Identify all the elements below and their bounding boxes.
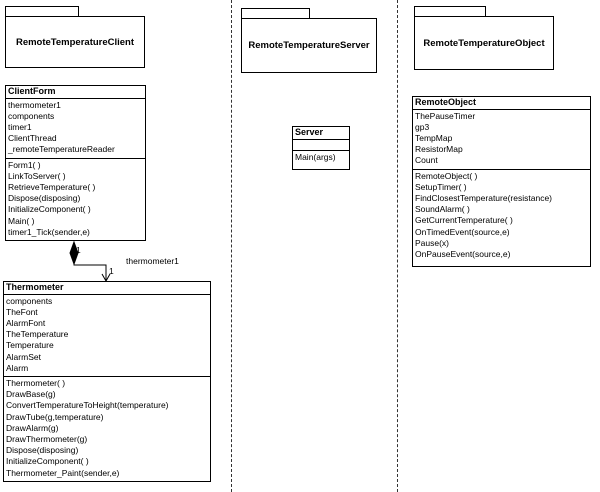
lane-separator-left: [231, 0, 232, 492]
class-remote-object: RemoteObject ThePauseTimer gp3 TempMap R…: [412, 96, 591, 268]
attribute: components: [6, 295, 53, 306]
operation: DrawTube(g,temperature): [6, 411, 104, 422]
source-multiplicity: 1: [76, 245, 81, 255]
package-remote-temperature-object: RemoteTemperatureObject: [414, 16, 554, 70]
package-name: RemoteTemperatureServer: [248, 40, 370, 51]
operation: InitializeComponent( ): [8, 204, 91, 215]
operation: SoundAlarm( ): [415, 204, 470, 215]
attribute: components: [8, 110, 55, 121]
package-remote-temperature-server: RemoteTemperatureServer: [241, 18, 377, 73]
attribute: Alarm: [6, 362, 29, 373]
operation: Dispose(disposing): [6, 445, 79, 456]
operation: Main( ): [8, 215, 35, 226]
operation: SetupTimer( ): [415, 181, 467, 192]
attribute: timer1: [8, 121, 32, 132]
attribute: gp3: [415, 121, 430, 132]
operation: LinkToServer( ): [8, 170, 66, 181]
operation: OnPauseEvent(source,e): [415, 248, 511, 259]
target-multiplicity: 1: [109, 266, 114, 276]
attribute: thermometer1: [8, 99, 61, 110]
operation: ConvertTemperatureToHeight(temperature): [6, 400, 169, 411]
operations-compartment: RemoteObject( ) SetupTimer( ) FindCloses…: [413, 168, 590, 267]
operation: Thermometer( ): [6, 377, 66, 388]
association-line: [73, 264, 107, 281]
operation: Pause(x): [415, 237, 450, 248]
class-server: Server Main(args): [292, 126, 350, 170]
attributes-compartment: components TheFont AlarmFont TheTemperat…: [4, 295, 210, 376]
attribute: Count: [415, 155, 438, 166]
attribute: TheTemperature: [6, 329, 69, 340]
attributes-compartment: thermometer1 components timer1 ClientThr…: [6, 99, 145, 158]
operation: Main(args): [295, 151, 336, 162]
operation: RemoteObject( ): [415, 170, 478, 181]
attribute: AlarmFont: [6, 317, 46, 328]
package-name: RemoteTemperatureObject: [423, 37, 545, 49]
operations-compartment: Thermometer( ) DrawBase(g) ConvertTemper…: [4, 375, 210, 481]
operation: DrawBase(g): [6, 389, 56, 400]
class-name: ClientForm: [6, 86, 145, 99]
package-name: RemoteTemperatureClient: [15, 36, 135, 48]
attribute: ResistorMap: [415, 144, 463, 155]
operation: Dispose(disposing): [8, 193, 81, 204]
attribute: TempMap: [415, 132, 453, 143]
association-role-label: thermometer1: [126, 256, 179, 266]
operation: Thermometer_Paint(sender,e): [6, 467, 120, 478]
operation: FindClosestTemperature(resistance): [415, 192, 552, 203]
operation: Form1( ): [8, 159, 41, 170]
operations-compartment: Form1( ) LinkToServer( ) RetrieveTempera…: [6, 157, 145, 240]
class-name: Server: [293, 127, 349, 140]
class-client-form: ClientForm thermometer1 components timer…: [5, 85, 146, 241]
operation: GetCurrentTemperature( ): [415, 215, 513, 226]
operation: DrawThermometer(g): [6, 433, 88, 444]
class-name: RemoteObject: [413, 97, 590, 110]
attribute: Temperature: [6, 340, 54, 351]
attribute: ThePauseTimer: [415, 110, 476, 121]
attribute: AlarmSet: [6, 351, 41, 362]
attribute: TheFont: [6, 306, 38, 317]
class-thermometer: Thermometer components TheFont AlarmFont…: [3, 281, 211, 482]
operation: DrawAlarm(g): [6, 422, 59, 433]
operations-compartment: Main(args): [293, 149, 349, 169]
operation: OnTimedEvent(source,e): [415, 226, 510, 237]
operation: InitializeComponent( ): [6, 456, 89, 467]
operation: timer1_Tick(sender,e): [8, 226, 90, 237]
attribute: ClientThread: [8, 133, 57, 144]
attribute: _remoteTemperatureReader: [8, 144, 115, 155]
navigation-arrowhead: [101, 273, 111, 283]
operation: RetrieveTemperature( ): [8, 181, 96, 192]
attributes-compartment: ThePauseTimer gp3 TempMap ResistorMap Co…: [413, 110, 590, 169]
lane-separator-right: [397, 0, 398, 492]
package-remote-temperature-client: RemoteTemperatureClient: [5, 16, 145, 68]
class-name: Thermometer: [4, 282, 210, 295]
